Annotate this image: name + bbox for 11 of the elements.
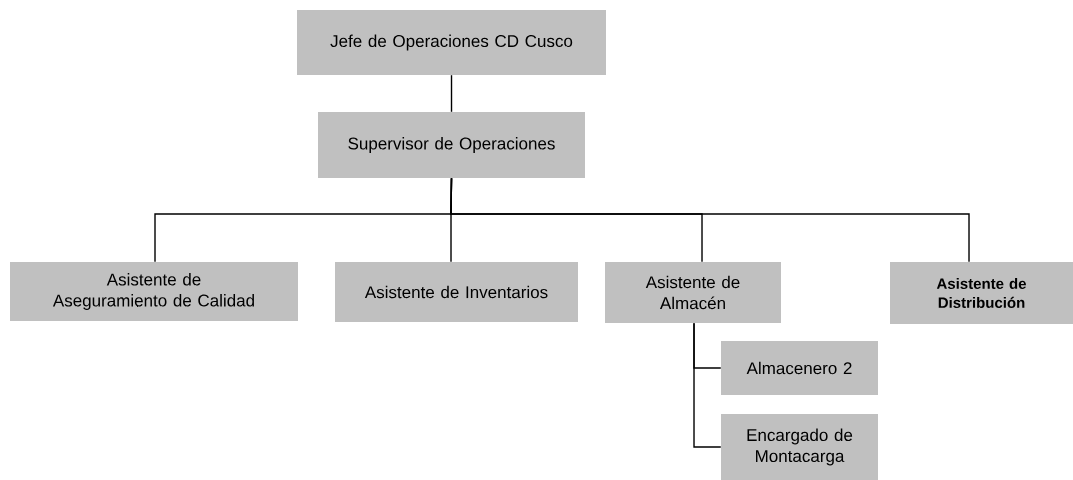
org-box: Asistente de Aseguramiento de Calidad — [10, 262, 298, 321]
org-box: Asistente de Inventarios — [335, 262, 578, 322]
org-box: Almacenero 2 — [721, 341, 878, 395]
org-box: Asistente de Almacén — [605, 262, 781, 323]
connector-line — [450, 74, 453, 113]
org-box: Jefe de Operaciones CD Cusco — [297, 10, 606, 75]
connector-line — [693, 322, 722, 448]
org-box: Encargado de Montacarga — [721, 414, 878, 480]
org-box: Asistente de Distribución — [890, 262, 1073, 324]
org-box: Supervisor de Operaciones — [318, 112, 585, 178]
connector-line — [450, 177, 970, 263]
